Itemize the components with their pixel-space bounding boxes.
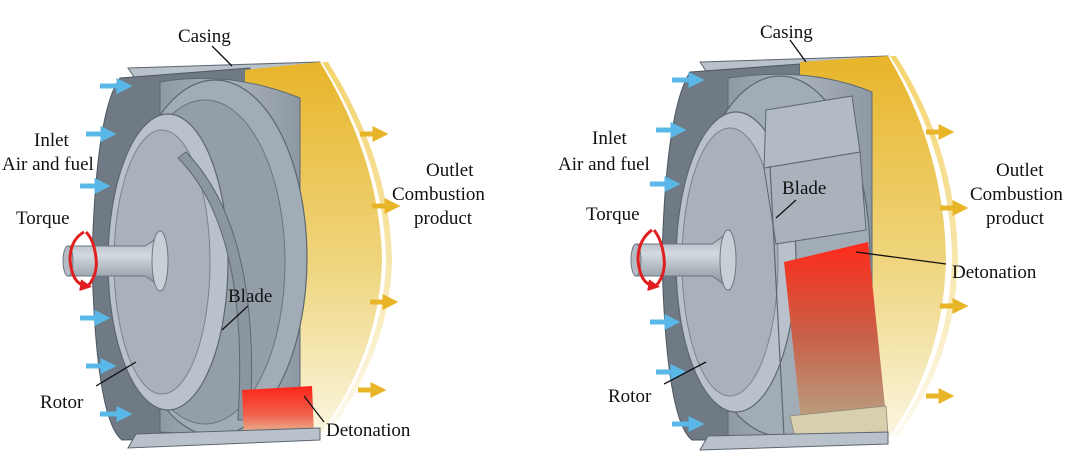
label-blade-right: Blade xyxy=(782,178,826,199)
label-rotor-right: Rotor xyxy=(608,386,652,407)
label-rotor-left: Rotor xyxy=(40,392,84,413)
detonation-left xyxy=(242,386,314,438)
label-combustion-right: Combustion xyxy=(970,184,1063,205)
torque-arrow-left xyxy=(68,230,92,292)
label-product-right: product xyxy=(986,208,1045,229)
label-blade-left: Blade xyxy=(228,286,272,307)
label-air-fuel-right: Air and fuel xyxy=(558,154,650,175)
left-turbine: Casing Inlet Air and fuel Torque Outlet … xyxy=(2,26,485,449)
label-outlet-left: Outlet xyxy=(426,160,474,181)
right-turbine: Casing Inlet Air and fuel Torque Outlet … xyxy=(558,22,1063,451)
shaft-right xyxy=(635,228,731,292)
label-inlet-left: Inlet xyxy=(34,130,70,151)
outlet-arrows-right xyxy=(926,123,969,405)
label-casing-right: Casing xyxy=(760,22,813,43)
label-detonation-left: Detonation xyxy=(326,420,411,441)
label-detonation-right: Detonation xyxy=(952,262,1037,283)
label-inlet-right: Inlet xyxy=(592,128,628,149)
casing-bottom-plate-right xyxy=(699,431,889,451)
label-air-fuel-left: Air and fuel xyxy=(2,154,94,175)
label-combustion-left: Combustion xyxy=(392,184,485,205)
torque-arrow-right xyxy=(636,228,660,292)
label-product-left: product xyxy=(414,208,473,229)
label-casing-left: Casing xyxy=(178,26,231,47)
label-outlet-right: Outlet xyxy=(996,160,1044,181)
detonation-right xyxy=(784,242,886,430)
outlet-arrows-left xyxy=(358,125,401,399)
inlet-arrows-right xyxy=(650,71,705,433)
outlet-edge xyxy=(322,62,392,432)
casing-bottom-plate xyxy=(127,427,321,449)
label-torque-left: Torque xyxy=(16,208,70,229)
leaders-left xyxy=(95,45,325,423)
label-torque-right: Torque xyxy=(586,204,640,225)
leaders-right xyxy=(663,39,947,385)
inlet-arrows-left xyxy=(80,77,133,423)
